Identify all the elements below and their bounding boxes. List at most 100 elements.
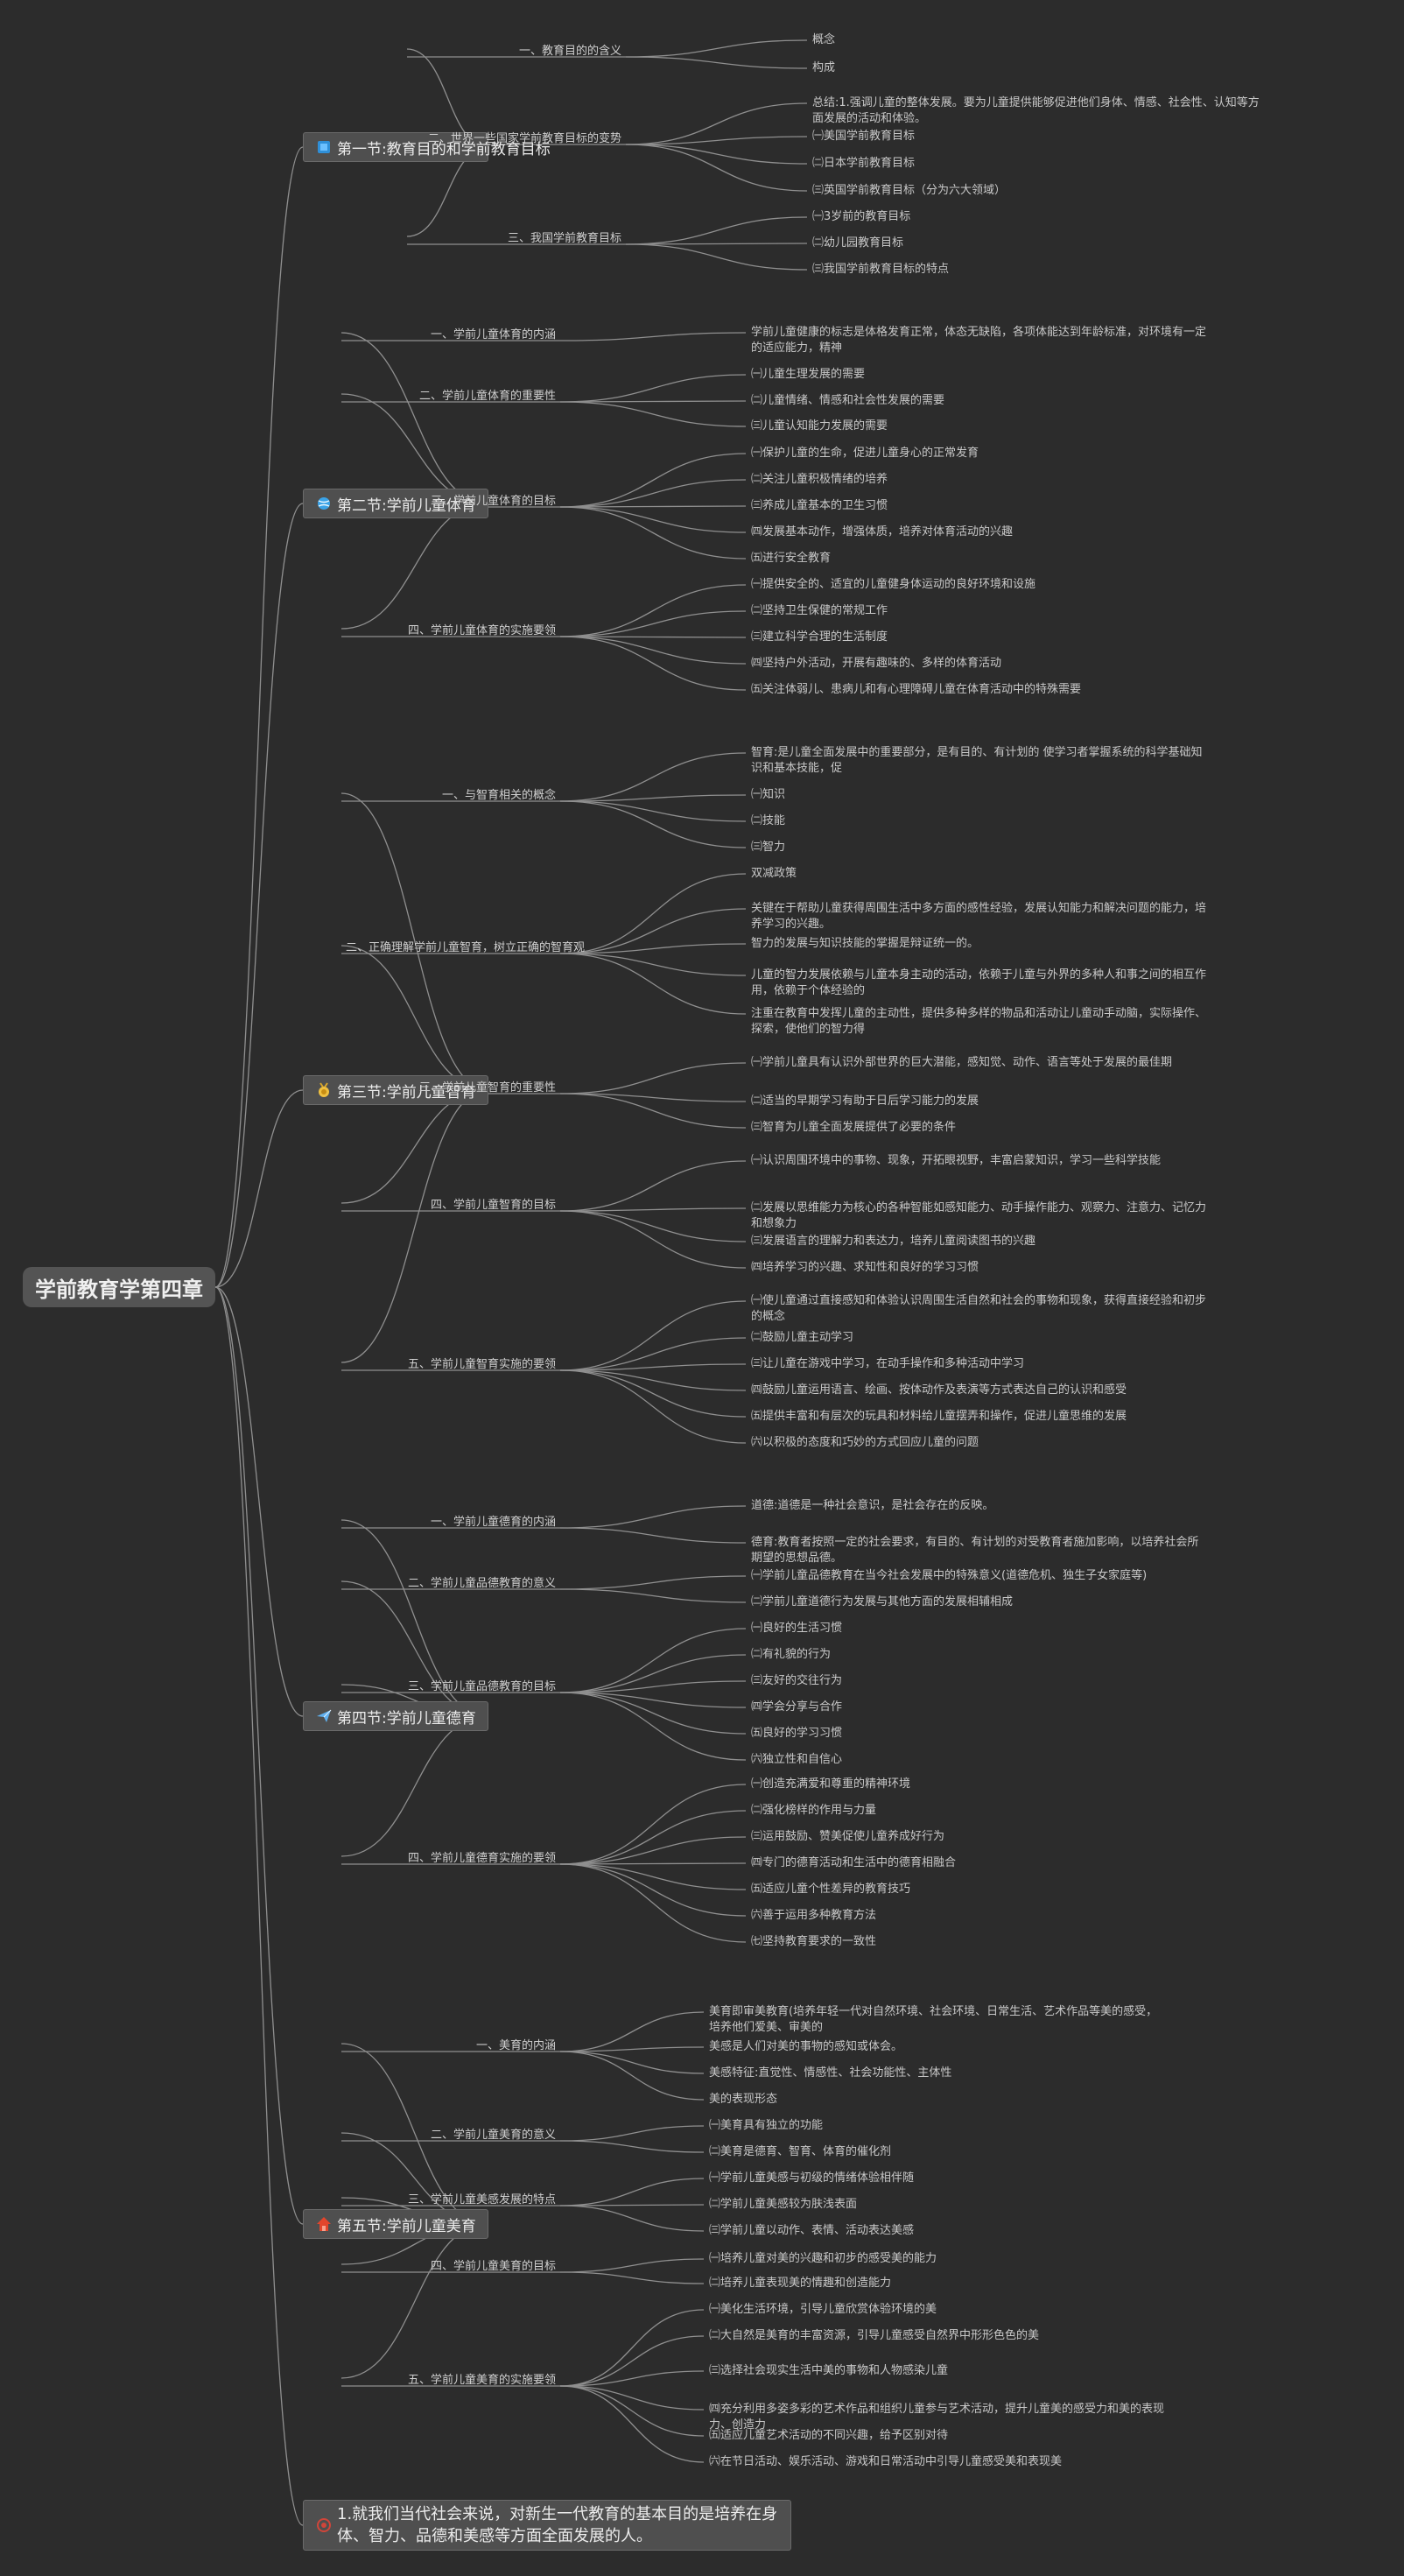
leaf-node[interactable]: ㈡坚持卫生保健的常规工作 [751, 604, 888, 617]
leaf-node[interactable]: ㈡学前儿童道德行为发展与其他方面的发展相辅相成 [751, 1595, 1014, 1608]
leaf-node[interactable]: ㈡美育是德育、智育、体育的催化剂 [709, 2145, 892, 2158]
leaf-node[interactable]: 构成 [812, 61, 836, 74]
leaf-node[interactable]: ㈠学前儿童美感与初级的情绪体验相伴随 [709, 2171, 915, 2185]
leaf-node[interactable]: ㈥在节日活动、娱乐活动、游戏和日常活动中引导儿童感受美和表现美 [709, 2455, 1063, 2468]
group-node[interactable]: 四、学前儿童美育的目标 [430, 2260, 556, 2273]
group-node[interactable]: 二、正确理解学前儿童智育，树立正确的智育观 [346, 941, 586, 954]
leaf-node[interactable]: ㈥善于运用多种教育方法 [751, 1909, 877, 1922]
group-node[interactable]: 一、与智育相关的概念 [441, 789, 556, 802]
leaf-node[interactable]: 概念 [812, 33, 836, 46]
group-node[interactable]: 五、学前儿童智育实施的要领 [407, 1358, 556, 1371]
leaf-node[interactable]: ㈡鼓励儿童主动学习 [751, 1331, 854, 1344]
section-node[interactable]: 第五节:学前儿童美育 [303, 2209, 488, 2239]
leaf-node[interactable]: ㈡强化榜样的作用与力量 [751, 1804, 877, 1817]
group-node[interactable]: 三、学前儿童智育的重要性 [418, 1081, 556, 1094]
group-node[interactable]: 三、学前儿童品德教育的目标 [407, 1680, 556, 1693]
group-node[interactable]: 二、学前儿童体育的重要性 [418, 390, 556, 403]
leaf-node[interactable]: ㈢儿童认知能力发展的需要 [751, 419, 888, 433]
leaf-node[interactable]: ㈡学前儿童美感较为肤浅表面 [709, 2198, 858, 2211]
leaf-node[interactable]: 德育:教育者按照一定的社会要求，有目的、有计划的对受教育者施加影响，以培养社会所… [751, 1536, 1199, 1565]
leaf-node[interactable]: ㈠保护儿童的生命，促进儿童身心的正常发育 [751, 447, 979, 460]
leaf-node[interactable]: ㈢建立科学合理的生活制度 [751, 630, 888, 644]
group-node[interactable]: 一、学前儿童体育的内涵 [430, 328, 556, 341]
leaf-node[interactable]: ㈣发展基本动作，增强体质，培养对体育活动的兴趣 [751, 525, 1014, 538]
leaf-node[interactable]: ㈡适当的早期学习有助于日后学习能力的发展 [751, 1094, 979, 1108]
leaf-node[interactable]: 美育即审美教育(培养年轻一代对自然环境、社会环境、日常生活、艺术作品等美的感受，… [709, 2005, 1158, 2034]
leaf-node[interactable]: ㈠良好的生活习惯 [751, 1622, 843, 1635]
leaf-node[interactable]: ㈡儿童情绪、情感和社会性发展的需要 [751, 394, 945, 407]
leaf-node[interactable]: ㈠美化生活环境，引导儿童欣赏体验环境的美 [709, 2303, 937, 2316]
group-node[interactable]: 四、学前儿童体育的实施要领 [407, 624, 556, 637]
leaf-node[interactable]: ㈡发展以思维能力为核心的各种智能如感知能力、动手操作能力、观察力、注意力、记忆力… [751, 1201, 1207, 1230]
leaf-node[interactable]: ㈣专门的德育活动和生活中的德育相融合 [751, 1856, 957, 1869]
group-node[interactable]: 一、学前儿童德育的内涵 [430, 1516, 556, 1529]
leaf-node[interactable]: ㈣充分利用多姿多彩的艺术作品和组织儿童参与艺术活动，提升儿童美的感受力和美的表现… [709, 2403, 1165, 2432]
leaf-node[interactable]: 注重在教育中发挥儿童的主动性，提供多种多样的物品和活动让儿童动手动脑，实际操作、… [751, 1007, 1207, 1036]
leaf-node[interactable]: ㈥独立性和自信心 [751, 1753, 843, 1766]
leaf-node[interactable]: 智力的发展与知识技能的掌握是辩证统一的。 [751, 937, 979, 950]
leaf-node[interactable]: ㈢养成儿童基本的卫生习惯 [751, 499, 888, 512]
group-node[interactable]: 四、学前儿童德育实施的要领 [407, 1852, 556, 1865]
leaf-node[interactable]: ㈢学前儿童以动作、表情、活动表达美感 [709, 2224, 915, 2237]
leaf-node[interactable]: ㈢智力 [751, 841, 786, 854]
group-node[interactable]: 一、教育目的的含义 [518, 45, 621, 58]
leaf-node[interactable]: ㈣学会分享与合作 [751, 1700, 843, 1714]
leaf-node[interactable]: ㈢让儿童在游戏中学习，在动手操作和多种活动中学习 [751, 1357, 1025, 1370]
leaf-node[interactable]: ㈤提供丰富和有层次的玩具和材料给儿童摆弄和操作，促进儿童思维的发展 [751, 1410, 1127, 1423]
leaf-node[interactable]: 美感是人们对美的事物的感知或体会。 [709, 2040, 903, 2053]
leaf-node[interactable]: 双减政策 [751, 867, 797, 880]
leaf-node[interactable]: ㈠知识 [751, 788, 786, 801]
leaf-node[interactable]: ㈢我国学前教育目标的特点 [812, 263, 950, 276]
leaf-node[interactable]: ㈣坚持户外活动，开展有趣味的、多样的体育活动 [751, 657, 1002, 670]
leaf-node[interactable]: ㈠认识周围环境中的事物、现象，开拓眼视野，丰富启蒙知识，学习一些科学技能 [751, 1154, 1162, 1167]
leaf-node[interactable]: ㈠美国学前教育目标 [812, 130, 916, 143]
leaf-node[interactable]: ㈡大自然是美育的丰富资源，引导儿童感受自然界中形形色色的美 [709, 2329, 1040, 2342]
leaf-node[interactable]: ㈤进行安全教育 [751, 552, 832, 565]
group-node[interactable]: 一、美育的内涵 [475, 2039, 556, 2052]
leaf-node[interactable]: ㈠儿童生理发展的需要 [751, 368, 866, 381]
leaf-node[interactable]: ㈥以积极的态度和巧妙的方式回应儿童的问题 [751, 1436, 979, 1449]
leaf-node[interactable]: ㈠学前儿童品德教育在当今社会发展中的特殊意义(道德危机、独生子女家庭等) [751, 1569, 1148, 1582]
leaf-node[interactable]: ㈡技能 [751, 814, 786, 827]
leaf-node[interactable]: 道德:道德是一种社会意识，是社会存在的反映。 [751, 1499, 994, 1512]
leaf-node[interactable]: ㈦坚持教育要求的一致性 [751, 1935, 877, 1948]
leaf-node[interactable]: ㈡关注儿童积极情绪的培养 [751, 473, 888, 486]
leaf-node[interactable]: ㈡培养儿童表现美的情趣和创造能力 [709, 2277, 892, 2290]
section-node[interactable]: 第二节:学前儿童体育 [303, 489, 488, 518]
leaf-node[interactable]: 关键在于帮助儿童获得周围生活中多方面的感性经验，发展认知能力和解决问题的能力，培… [751, 902, 1207, 931]
leaf-node[interactable]: 总结:1.强调儿童的整体发展。要为儿童提供能够促进他们身体、情感、社会性、认知等… [812, 96, 1260, 125]
group-node[interactable]: 二、世界一些国家学前教育目标的变势 [427, 132, 621, 145]
leaf-node[interactable]: 美的表现形态 [709, 2093, 778, 2106]
group-node[interactable]: 二、学前儿童品德教育的意义 [407, 1577, 556, 1590]
leaf-node[interactable]: ㈠3岁前的教育目标 [812, 210, 911, 223]
section-node[interactable]: 1.就我们当代社会来说，对新生一代教育的基本目的是培养在身体、智力、品德和美感等… [303, 2500, 791, 2551]
section-node[interactable]: 第一节:教育目的和学前教育目标 [303, 132, 551, 162]
group-node[interactable]: 三、我国学前教育目标 [507, 232, 621, 245]
leaf-node[interactable]: ㈠提供安全的、适宜的儿童健身体运动的良好环境和设施 [751, 578, 1036, 591]
leaf-node[interactable]: ㈢智育为儿童全面发展提供了必要的条件 [751, 1121, 957, 1134]
group-node[interactable]: 三、学前儿童美感发展的特点 [407, 2193, 556, 2206]
leaf-node[interactable]: ㈤适应儿童艺术活动的不同兴趣，给予区别对待 [709, 2429, 949, 2442]
section-node[interactable]: 第四节:学前儿童德育 [303, 1701, 488, 1731]
leaf-node[interactable]: 智育:是儿童全面发展中的重要部分，是有目的、有计划的 使学习者掌握系统的科学基础… [751, 746, 1203, 775]
leaf-node[interactable]: ㈠美育具有独立的功能 [709, 2119, 824, 2132]
group-node[interactable]: 二、学前儿童美育的意义 [430, 2129, 556, 2142]
leaf-node[interactable]: ㈠创造充满爱和尊重的精神环境 [751, 1777, 911, 1791]
leaf-node[interactable]: ㈡幼儿园教育目标 [812, 236, 904, 250]
leaf-node[interactable]: ㈤关注体弱儿、患病儿和有心理障碍儿童在体育活动中的特殊需要 [751, 683, 1082, 696]
leaf-node[interactable]: ㈡有礼貌的行为 [751, 1648, 832, 1661]
root-node[interactable]: 学前教育学第四章 [23, 1267, 215, 1307]
leaf-node[interactable]: ㈢英国学前教育目标（分为六大领域） [812, 184, 1007, 197]
leaf-node[interactable]: ㈣鼓励儿童运用语言、绘画、按体动作及表演等方式表达自己的认识和感受 [751, 1383, 1127, 1397]
leaf-node[interactable]: ㈠培养儿童对美的兴趣和初步的感受美的能力 [709, 2252, 937, 2265]
leaf-node[interactable]: 美感特征:直觉性、情感性、社会功能性、主体性 [709, 2066, 952, 2080]
leaf-node[interactable]: 儿童的智力发展依赖与儿童本身主动的活动，依赖于儿童与外界的多种人和事之间的相互作… [751, 968, 1207, 997]
leaf-node[interactable]: ㈢友好的交往行为 [751, 1674, 843, 1687]
group-node[interactable]: 四、学前儿童智育的目标 [430, 1199, 556, 1212]
leaf-node[interactable]: ㈡日本学前教育目标 [812, 157, 916, 170]
leaf-node[interactable]: ㈢发展语言的理解力和表达力，培养儿童阅读图书的兴趣 [751, 1235, 1036, 1248]
leaf-node[interactable]: ㈤良好的学习习惯 [751, 1727, 843, 1740]
leaf-node[interactable]: ㈣培养学习的兴趣、求知性和良好的学习习惯 [751, 1261, 979, 1274]
section-node[interactable]: 第三节:学前儿童智育 [303, 1075, 488, 1105]
leaf-node[interactable]: ㈠学前儿童具有认识外部世界的巨大潜能，感知觉、动作、语言等处于发展的最佳期 [751, 1056, 1173, 1069]
